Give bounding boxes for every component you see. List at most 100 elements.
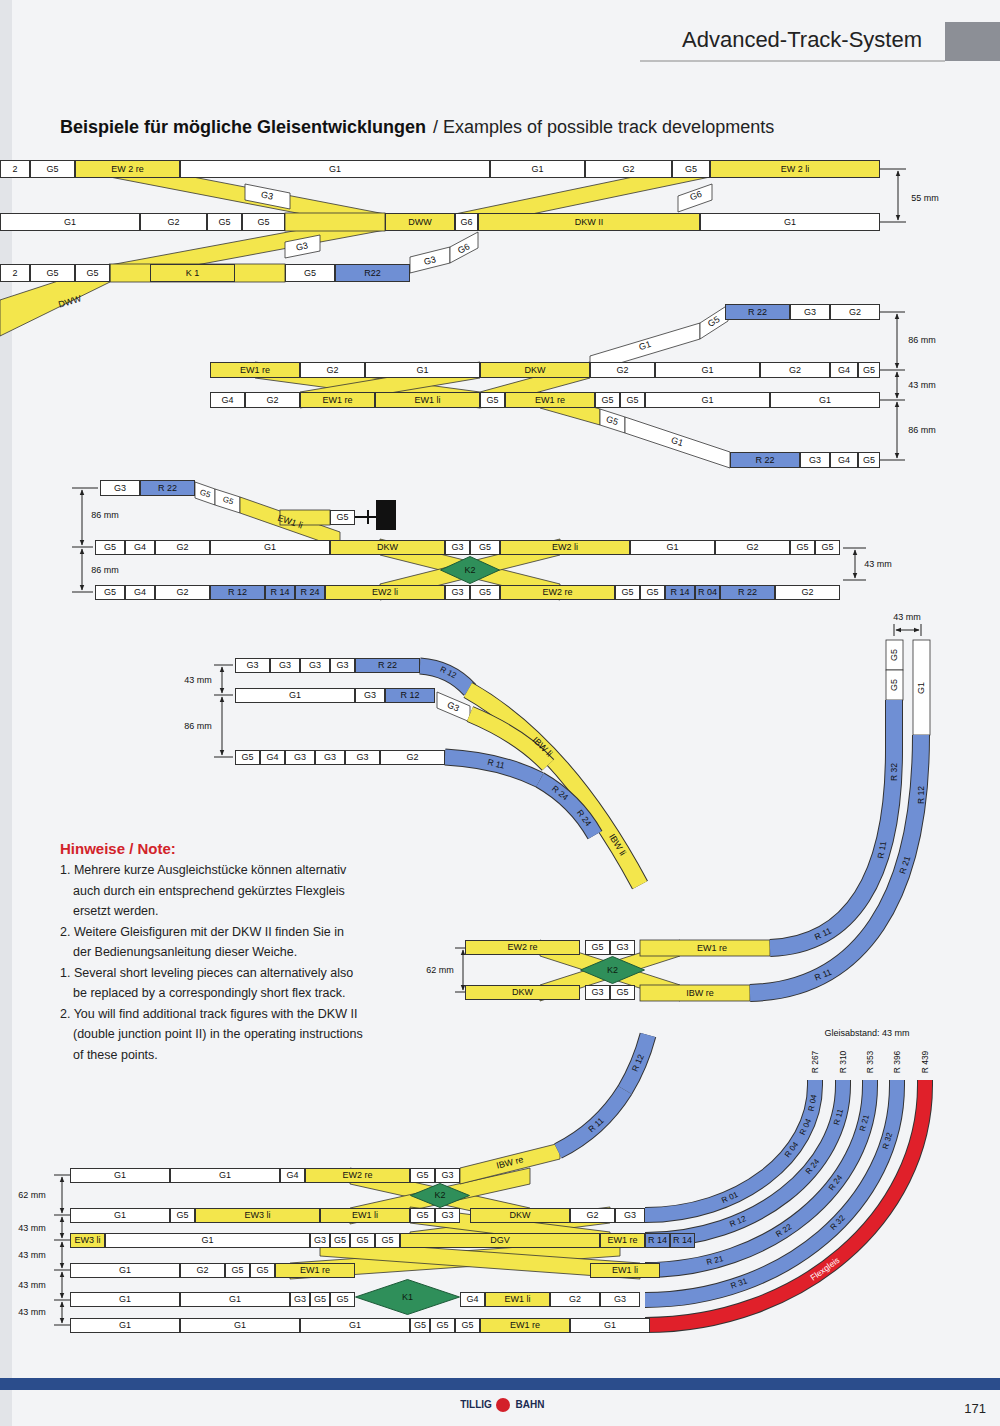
dimension-lines <box>54 1325 70 1326</box>
piece-label: EW3 li <box>74 1236 100 1245</box>
curved-tracks <box>625 1035 648 1090</box>
dimension-label: 43 mm <box>893 613 921 622</box>
track-piece: G5 <box>620 392 645 408</box>
piece-label: R 439 <box>921 1051 930 1074</box>
dimension-lines <box>54 1240 70 1241</box>
piece-label: G4 <box>838 366 850 375</box>
logo-text: BAHN <box>516 1400 545 1410</box>
track-piece: G3 <box>445 540 470 555</box>
dimension-lines <box>72 547 93 548</box>
track-piece: G3 <box>790 304 830 320</box>
track-piece: G5 <box>480 392 505 408</box>
piece-label: R 24 <box>300 588 319 597</box>
piece-label: K1 <box>402 1293 413 1302</box>
piece-label: G1 <box>784 218 796 227</box>
dimension-lines <box>214 695 233 696</box>
piece-label: G5 <box>46 269 58 278</box>
track-piece: R 22 <box>140 480 195 496</box>
piece-label: G3 <box>356 753 368 762</box>
track-piece: EW2 re <box>465 940 580 955</box>
dimension-lines <box>897 372 898 398</box>
piece-label: G2 <box>569 1295 581 1304</box>
dimension-label: 62 mm <box>426 966 454 975</box>
track-piece: G2 <box>300 362 365 378</box>
track-piece: G2 <box>180 1263 225 1278</box>
piece-label: G3 <box>279 661 291 670</box>
track-piece: 2 <box>0 264 30 282</box>
diamond-outline <box>441 557 500 584</box>
track-piece: G1 <box>180 1318 300 1333</box>
track-piece: EW2 li <box>500 540 630 555</box>
track-piece: G5 <box>250 1263 275 1278</box>
piece-label: EW3 li <box>244 1211 270 1220</box>
track-piece: G5 <box>790 540 815 555</box>
track-piece: G2 <box>245 392 300 408</box>
track-piece: EW1 li <box>590 1263 660 1278</box>
curved-tracks <box>445 757 540 780</box>
turnout-strips <box>450 232 478 263</box>
track-piece: G5 <box>242 213 285 231</box>
dimension-label: 43 mm <box>18 1251 46 1260</box>
track-piece: R 12 <box>385 688 435 703</box>
piece-label: G1 <box>531 165 543 174</box>
piece-label: G5 <box>601 396 613 405</box>
note-heading: Hinweise / Note: <box>60 840 365 857</box>
piece-label: R22 <box>364 269 381 278</box>
dimension-lines <box>82 549 83 590</box>
dimension-label: 86 mm <box>91 566 119 575</box>
dimension-lines <box>72 488 98 489</box>
track-piece: G1 <box>70 1208 170 1223</box>
turnout-strips <box>110 264 285 282</box>
piece-label: G5 <box>626 396 638 405</box>
curved-tracks <box>625 1035 648 1090</box>
turnout-strips <box>640 940 770 956</box>
piece-label: G5 <box>616 988 628 997</box>
piece-label: G1 <box>329 165 341 174</box>
piece-label: DWW <box>408 218 432 227</box>
piece-label: G2 <box>167 218 179 227</box>
dimension-label: 86 mm <box>908 336 936 345</box>
piece-label: EW2 re <box>507 943 537 952</box>
piece-label: G2 <box>849 308 861 317</box>
piece-label: G5 <box>176 1211 188 1220</box>
piece-label: 2 <box>12 165 17 174</box>
dimension-lines <box>82 490 83 545</box>
dimension-lines <box>896 630 919 631</box>
piece-label: EW1 li <box>504 1295 530 1304</box>
piece-label: G6 <box>460 218 472 227</box>
piece-label: R 353 <box>866 1051 875 1074</box>
track-piece: G3 <box>285 750 315 765</box>
track-piece: G4 <box>125 585 155 600</box>
track-piece: G1 <box>180 1292 290 1307</box>
track-piece: G4 <box>260 750 285 765</box>
curved-tracks <box>558 1090 625 1151</box>
page-frame <box>640 61 945 62</box>
piece-label: G1 <box>917 682 926 694</box>
piece-label: 2 <box>12 269 17 278</box>
piece-label: G3 <box>591 988 603 997</box>
piece-label: G1 <box>289 691 301 700</box>
piece-label: G3 <box>809 456 821 465</box>
piece-label: G5 <box>304 269 316 278</box>
buffer-stop <box>376 500 396 530</box>
piece-label: G1 <box>234 1321 246 1330</box>
piece-label: G5 <box>416 1211 428 1220</box>
track-piece: G3 <box>355 688 385 703</box>
track-piece: G1 <box>235 688 355 703</box>
piece-label: G1 <box>604 1321 616 1330</box>
track-piece: G5 <box>430 1318 455 1333</box>
track-piece: G5 <box>410 1318 430 1333</box>
track-piece: G2 <box>140 213 207 231</box>
track-piece: G1 <box>570 1318 650 1333</box>
piece-label: G5 <box>336 1295 348 1304</box>
track-piece: G1 <box>105 1233 310 1248</box>
track-piece: G5 <box>470 540 500 555</box>
track-piece: G5 <box>410 1208 435 1223</box>
track-piece: G1 <box>300 1318 410 1333</box>
piece-label: EW 2 re <box>111 165 144 174</box>
turnout-strips <box>410 247 450 273</box>
curved-tracks <box>645 1080 925 1325</box>
piece-label: G4 <box>466 1295 478 1304</box>
curved-tracks <box>420 666 470 690</box>
